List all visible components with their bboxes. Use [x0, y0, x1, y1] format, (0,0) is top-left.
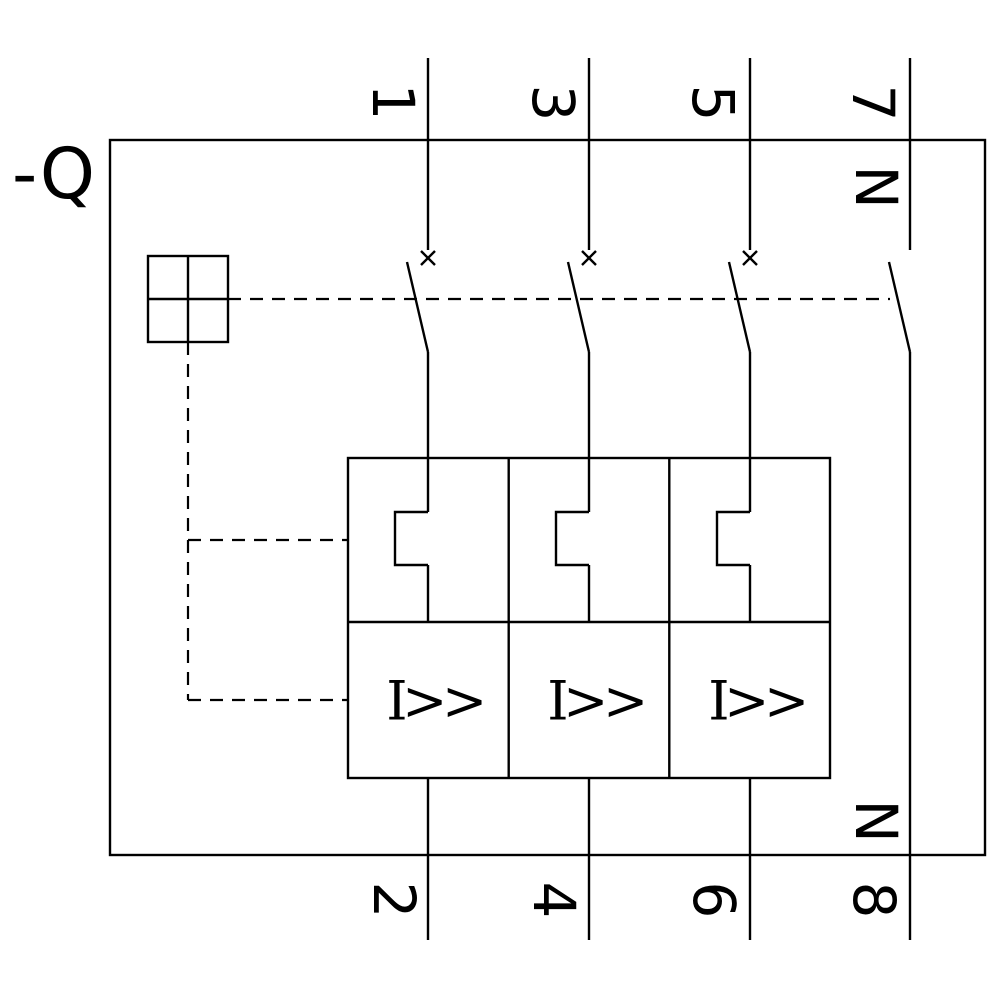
- terminal-label-top-3: 3: [519, 85, 587, 122]
- terminal-label-top-7: 7: [839, 85, 907, 122]
- operating-mechanism-icon: [146, 254, 230, 344]
- contact-cross-icon: [581, 250, 597, 266]
- cross-stroke: [742, 250, 758, 266]
- terminal-label-bottom-2: 2: [360, 882, 428, 919]
- pole-3-thermal-overload-symbol: [715, 510, 750, 567]
- pole-1-thermal-overload-symbol: [393, 510, 428, 567]
- mechanical-linkage: [186, 297, 890, 702]
- terminal-label-bottom-8: 8: [840, 882, 908, 919]
- pole-neutral: [887, 58, 912, 940]
- terminal-label-top-1: 1: [359, 84, 427, 121]
- magnetic-trip-label-3: I>>: [708, 670, 804, 733]
- contact-cross-icon: [742, 250, 758, 266]
- pole-1: [393, 58, 436, 940]
- terminal-label-neutral-bottom: N: [842, 799, 910, 842]
- terminal-label-bottom-4: 4: [520, 882, 588, 919]
- terminal-label-bottom-6: 6: [680, 882, 748, 919]
- terminal-label-neutral-top: N: [842, 165, 910, 208]
- pole-n-contact-arm: [887, 261, 912, 353]
- device-outline: [108, 138, 987, 857]
- pole-2-contact-arm: [566, 261, 591, 353]
- magnetic-trip-label-1: I>>: [386, 670, 482, 733]
- pole-2-thermal-overload-symbol: [554, 510, 589, 567]
- pole-3: [715, 58, 758, 940]
- cross-stroke: [581, 250, 597, 266]
- terminal-label-top-5: 5: [679, 85, 747, 122]
- pole-1-contact-arm: [405, 261, 430, 353]
- device-reference-label: -Q: [12, 133, 95, 215]
- contact-cross-icon: [420, 250, 436, 266]
- pole-3-contact-arm: [727, 261, 752, 353]
- cross-stroke: [420, 250, 436, 266]
- pole-2: [554, 58, 597, 940]
- magnetic-trip-label-2: I>>: [547, 670, 643, 733]
